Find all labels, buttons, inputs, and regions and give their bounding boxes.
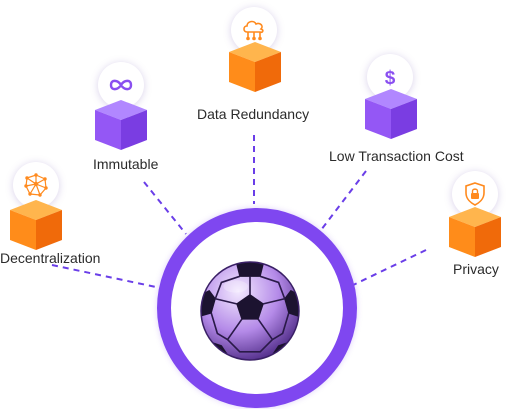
feature-label: Privacy	[453, 261, 499, 277]
cloud-network-icon	[231, 7, 277, 53]
connector-privacy	[348, 249, 427, 288]
feature-label: Low Transaction Cost	[329, 148, 464, 164]
purple-cube	[365, 89, 417, 139]
orange-cube	[449, 207, 501, 257]
soccer-ball-icon	[200, 261, 300, 361]
svg-text:$: $	[385, 68, 396, 89]
orange-cube	[229, 42, 281, 92]
connector-low-transaction-cost	[317, 170, 367, 235]
feature-label: Data Redundancy	[197, 106, 310, 122]
orange-cube	[10, 200, 62, 250]
feature-label: Immutable	[93, 156, 159, 172]
connector-decentralization	[51, 264, 157, 288]
feature-label: Decentralization	[0, 250, 101, 266]
purple-cube	[95, 100, 147, 150]
connector-immutable	[143, 181, 187, 235]
